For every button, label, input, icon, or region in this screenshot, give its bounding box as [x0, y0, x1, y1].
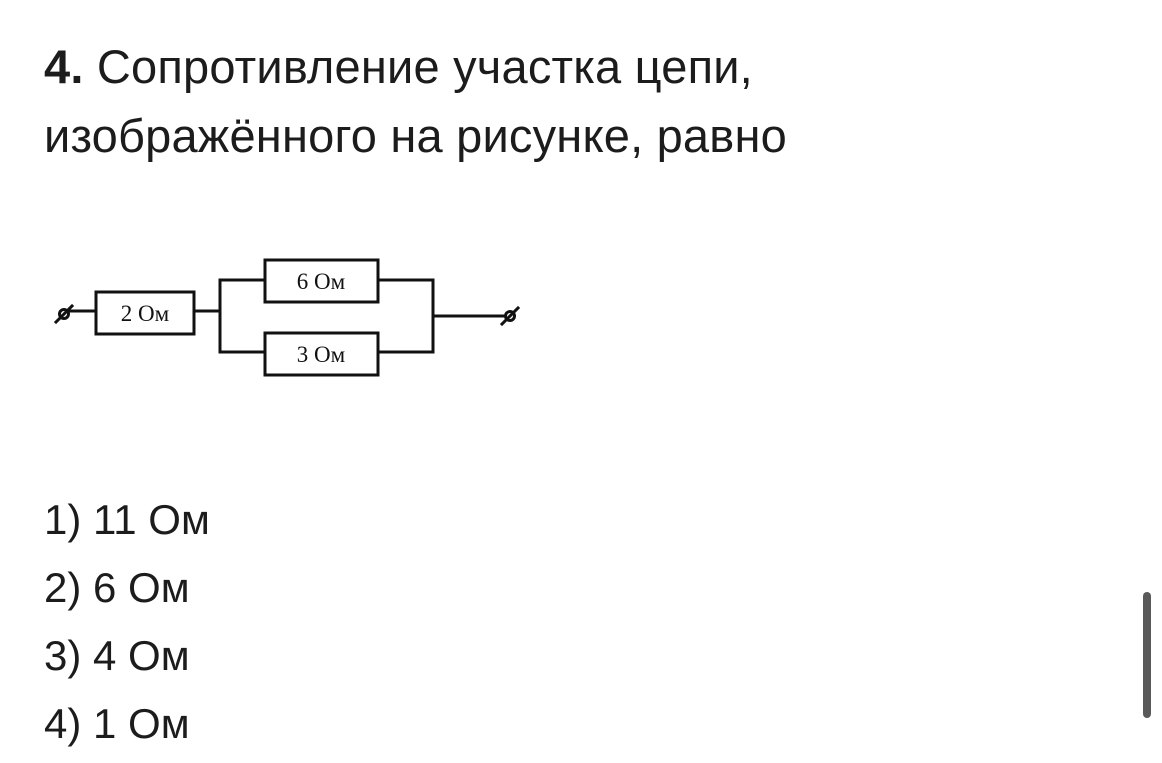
resistor-top-label: 6 Ом: [297, 269, 346, 294]
left-terminal-icon: [58, 308, 70, 320]
resistor-series-box: [94, 290, 196, 336]
resistor-bottom-box: [263, 331, 380, 377]
right-terminal-slash: [499, 305, 521, 327]
scrollbar-thumb[interactable]: [1143, 592, 1151, 718]
right-terminal-icon: [504, 310, 516, 322]
answer-list: 1) 11 Ом 2) 6 Ом 3) 4 Ом 4) 1 Ом: [44, 486, 210, 758]
answer-option-4: 4) 1 Ом: [44, 700, 190, 747]
answer-option-2: 2) 6 Ом: [44, 564, 190, 611]
question-text: 4. Сопротивление участка цепи, изображён…: [44, 32, 1104, 170]
question-number: 4.: [44, 40, 84, 93]
answer-option-1: 1) 11 Ом: [44, 496, 210, 543]
circuit-diagram: 2 Ом 6 Ом 3 Ом: [50, 250, 530, 390]
answer-option-3: 3) 4 Ом: [44, 632, 190, 679]
left-terminal-slash: [53, 303, 75, 325]
resistor-series-label: 2 Ом: [121, 301, 170, 326]
question-line-1: Сопротивление участка цепи,: [96, 40, 753, 93]
resistor-bottom-label: 3 Ом: [297, 342, 346, 367]
question-line-2: изображённого на рисунке, равно: [44, 109, 787, 162]
